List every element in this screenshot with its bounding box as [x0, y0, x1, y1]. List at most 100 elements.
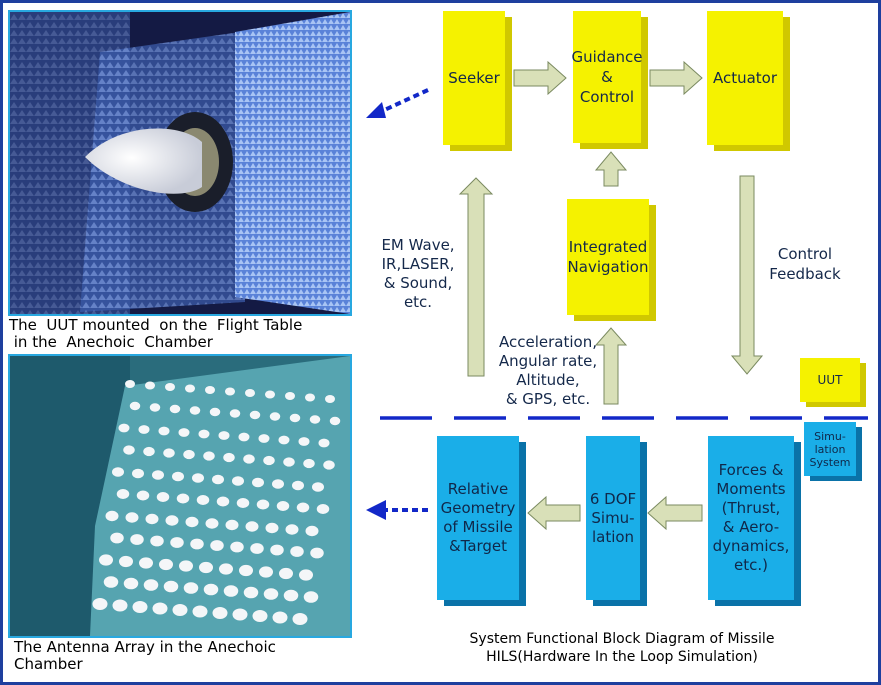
antenna-element	[170, 537, 184, 548]
arrow-forces-dof	[647, 495, 703, 531]
arrow-guidance-actuator	[649, 60, 703, 96]
uut-photo-image	[10, 12, 350, 314]
guidance-control-block: Guidance & Control	[572, 11, 643, 143]
uut-legend-block: UUT	[800, 358, 860, 402]
em-line3: & Sound,	[383, 274, 453, 292]
antenna-element	[209, 407, 221, 417]
antenna-element	[152, 470, 164, 480]
antenna-element	[179, 560, 193, 572]
antenna-element	[225, 519, 239, 531]
antenna-element	[263, 588, 279, 600]
antenna-element	[178, 428, 190, 437]
antenna-element	[303, 591, 319, 603]
forces-line2: Moments	[716, 480, 786, 498]
antenna-element	[103, 576, 119, 588]
antenna-element	[149, 403, 161, 412]
antenna-element	[152, 602, 168, 615]
uut-caption: The UUT mounted on the Flight Table in t…	[9, 317, 302, 351]
antenna-element	[250, 543, 264, 554]
guidance-label-line3: Control	[579, 88, 635, 106]
control-line1: Control	[777, 245, 833, 263]
antenna-element	[269, 412, 281, 421]
antenna-element	[216, 496, 230, 507]
relgeo-line2: Geometry	[440, 499, 516, 517]
antenna-element	[138, 425, 150, 434]
antenna-element	[243, 586, 259, 599]
pointer-to-uut-photo	[379, 88, 429, 114]
nav-label-line1: Integrated	[568, 238, 648, 256]
control-feedback-label: Control Feedback	[764, 244, 846, 284]
antenna-element	[205, 386, 215, 394]
antenna-element	[292, 480, 304, 491]
antenna-element	[299, 569, 313, 581]
antenna-photo-image	[10, 356, 350, 636]
sim-legend-line3: System	[809, 455, 851, 469]
antenna-element	[132, 468, 144, 479]
antenna-element	[183, 449, 195, 460]
antenna-element	[145, 513, 159, 525]
sensor-inputs-label: Acceleration, Angular rate, Altitude, & …	[494, 333, 602, 409]
antenna-element	[232, 476, 244, 486]
accel-line4: & GPS, etc.	[505, 390, 591, 408]
antenna-element	[212, 474, 224, 485]
antenna-element	[190, 538, 204, 550]
antenna-element	[325, 395, 335, 403]
title-line2: HILS(Hardware In the Loop Simulation)	[486, 649, 758, 665]
antenna-element	[169, 404, 181, 414]
six-dof-simulation-block: 6 DOF Simu- lation	[586, 436, 640, 600]
antenna-element	[239, 564, 253, 577]
antenna-element	[329, 416, 341, 426]
antenna-element	[158, 426, 170, 436]
antenna-element	[259, 566, 273, 578]
antenna-element	[290, 546, 304, 557]
antenna-element	[298, 437, 310, 446]
antenna-element	[145, 381, 155, 390]
arrow-dof-geometry	[527, 495, 581, 531]
antenna-element	[192, 473, 204, 483]
antenna-element	[165, 383, 175, 391]
antenna-element	[256, 499, 270, 510]
accel-line3: Altitude,	[516, 371, 580, 389]
em-line1: EM Wave,	[381, 236, 455, 254]
arrow-nav-guidance	[594, 151, 628, 187]
antenna-element	[172, 471, 184, 482]
antenna-element	[283, 589, 299, 602]
antenna-element	[305, 525, 319, 537]
actuator-label: Actuator	[712, 69, 778, 87]
sim-legend-line1: Simu-	[814, 429, 846, 443]
antenna-element	[183, 582, 199, 594]
antenna-element	[129, 401, 141, 411]
antenna-element	[210, 540, 224, 551]
seeker-block: Seeker	[443, 11, 505, 145]
antenna-element	[118, 423, 130, 433]
antenna-element	[276, 501, 290, 511]
antenna-element	[303, 458, 315, 469]
antenna-element	[270, 544, 284, 556]
em-line2: IR,LASER,	[381, 255, 455, 273]
forces-line4: & Aero-	[722, 518, 780, 536]
forces-line1: Forces &	[718, 461, 784, 479]
arrow-seeker-guidance	[513, 60, 567, 96]
seeker-label: Seeker	[448, 69, 500, 87]
antenna-element	[116, 489, 130, 499]
antenna-element	[272, 611, 288, 624]
antenna-element	[165, 515, 179, 526]
antenna-element	[119, 555, 133, 568]
antenna-element	[112, 467, 124, 477]
arrow-control-feedback	[730, 175, 764, 375]
antenna-element	[232, 608, 248, 621]
forces-line5: dynamics,	[712, 537, 790, 555]
antenna-element	[278, 435, 290, 445]
actuator-block: Actuator	[707, 11, 783, 145]
antenna-element	[243, 454, 255, 464]
antenna-element	[185, 516, 199, 528]
antenna-element	[196, 495, 210, 505]
control-line2: Feedback	[769, 265, 841, 283]
uut-caption-line1: The UUT mounted on the Flight Table	[9, 316, 303, 334]
dof-line2: Simu-	[591, 508, 635, 527]
antenna-element	[289, 413, 301, 423]
accel-line1: Acceleration,	[499, 333, 597, 351]
antenna-element	[123, 577, 139, 590]
antenna-element	[156, 492, 170, 502]
